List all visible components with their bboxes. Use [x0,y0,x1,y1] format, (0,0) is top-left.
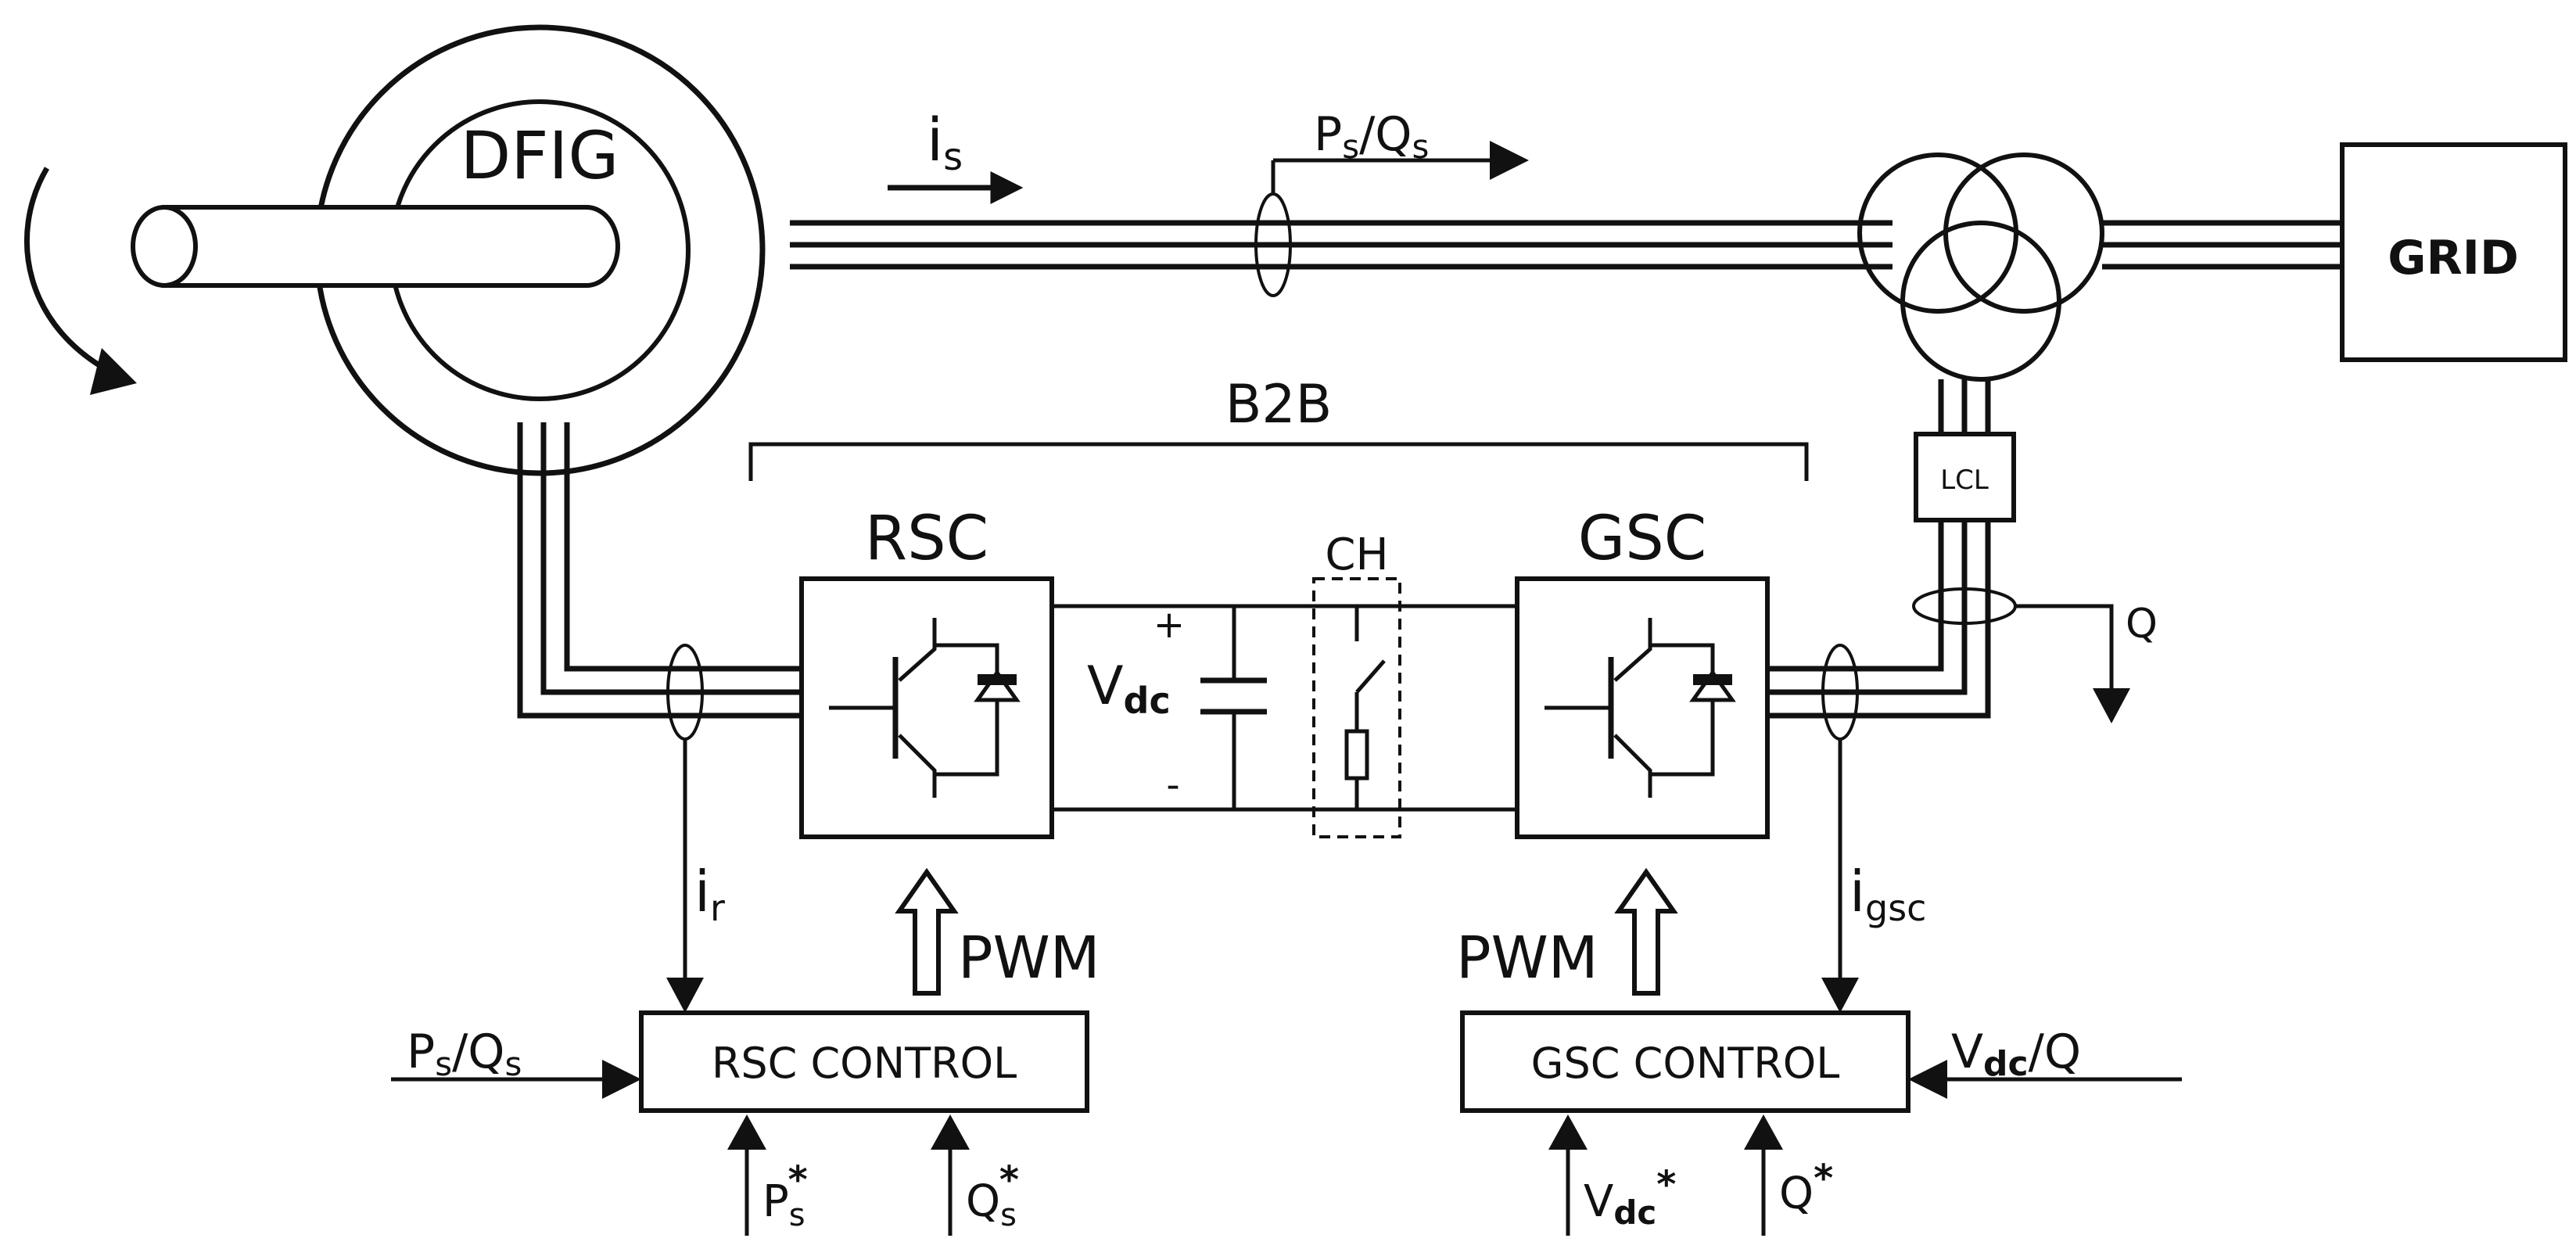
pwm-gsc-label: PWM [1456,924,1598,992]
b2b-label: B2B [1225,374,1333,436]
pwm-rsc-arrow: PWM [895,867,1100,996]
gsc-control: GSC CONTROL [1460,1010,1910,1113]
lcl-filter: LCL [1914,432,2016,522]
gsc-voltage-input: Vdc/Q [1908,1025,2182,1099]
ps-reference-input: Ps* [727,1114,808,1236]
stator-lines [790,192,1893,297]
stator-current-label: is [888,105,1024,204]
dfig-generator: DFIG [131,24,766,476]
rsc-label: RSC [865,504,988,574]
gsc-output-lines [1767,520,2017,741]
grid-lines [2102,220,2342,270]
gsc-label: GSC [1578,504,1706,574]
gsc-current-measure: igsc [1821,739,1926,1013]
rotation-arrow [24,167,137,395]
pwm-gsc-arrow: PWM [1456,867,1678,996]
q-reference-input: Q* [1744,1114,1833,1236]
svg-text:Vdc*: Vdc* [1584,1163,1676,1232]
lcl-to-transformer-lines [1938,379,1991,434]
rotor-current-measure: ir [666,739,725,1013]
svg-text:Ps/Qs: Ps/Qs [1314,107,1429,166]
q-output: Q [2016,601,2158,723]
rsc-control: RSC CONTROL [639,1010,1089,1113]
svg-text:is: is [927,105,963,179]
ch-label: CH [1325,529,1388,580]
dfig-label: DFIG [461,117,619,194]
svg-text:igsc: igsc [1849,859,1926,929]
gsc-converter: GSC [1515,504,1770,839]
dc-link: + - Vdc [1052,603,1517,812]
pwm-rsc-label: PWM [958,924,1100,992]
rsc-converter: RSC [799,504,1054,839]
svg-text:Ps*: Ps* [762,1158,808,1233]
gsc-control-label: GSC CONTROL [1531,1039,1840,1088]
plus-sign: + [1153,603,1185,647]
grid-box: GRID [2340,142,2567,362]
svg-text:Ps/Qs: Ps/Qs [407,1025,522,1083]
svg-text:Q*: Q* [1779,1157,1833,1219]
b2b-bracket: B2B [748,374,1809,481]
three-winding-transformer [1857,153,2104,382]
svg-text:Vdc/Q: Vdc/Q [1951,1025,2081,1084]
lcl-label: LCL [1940,465,1989,496]
grid-label: GRID [2388,231,2519,285]
rotor-lines [517,422,802,741]
stator-power-label: Ps/Qs [1271,107,1529,196]
vdc-reference-input: Vdc* [1548,1114,1676,1236]
svg-text:Qs*: Qs* [966,1158,1019,1233]
chopper: CH [1312,529,1401,838]
minus-sign: - [1166,763,1179,807]
rsc-power-input: Ps/Qs [391,1025,641,1099]
vdc-label: Vdc [1087,655,1171,722]
qs-reference-input: Qs* [931,1114,1019,1236]
svg-text:ir: ir [694,859,725,929]
rsc-control-label: RSC CONTROL [712,1039,1017,1088]
q-output-label: Q [2126,601,2158,648]
